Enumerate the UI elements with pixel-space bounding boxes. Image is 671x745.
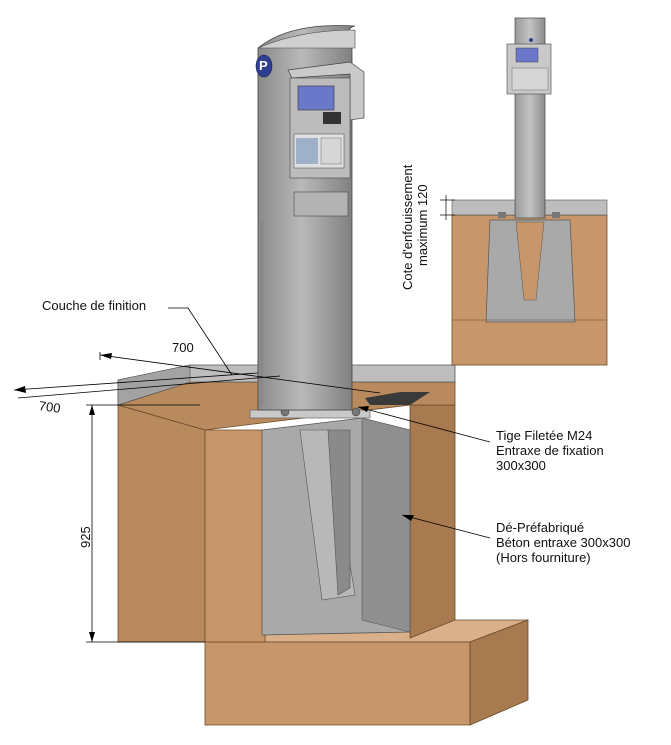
label-dimension-700-left: 700 xyxy=(37,398,62,416)
label-cote-enfouissement: Cote d'enfouissement maximum 120 xyxy=(400,165,430,290)
parking-badge xyxy=(255,54,273,78)
label-de-line-2: Béton entraxe 300x300 xyxy=(496,535,631,550)
label-tige-line-1: Tige Filetée M24 xyxy=(496,428,593,443)
label-de-line-1: Dé-Préfabriqué xyxy=(496,520,585,535)
label-cote-line-2: maximum 120 xyxy=(415,184,430,266)
dimension-lines xyxy=(13,307,491,643)
label-tige-line-3: 300x300 xyxy=(496,458,546,473)
label-dimension-925: 925 xyxy=(78,526,93,548)
finishing-layer xyxy=(117,364,456,406)
label-de-line-3: (Hors fourniture) xyxy=(496,550,591,565)
inset-drawing xyxy=(440,17,608,366)
label-tige-line-2: Entraxe de fixation xyxy=(496,443,604,458)
parking-post xyxy=(257,25,365,411)
label-de-prefabrique: Dé-Préfabriqué Béton entraxe 300x300 (Ho… xyxy=(496,520,630,565)
parking-badge-letter: P xyxy=(259,58,268,73)
label-cote-line-1: Cote d'enfouissement xyxy=(400,164,415,290)
label-tige-filetee: Tige Filetée M24 Entraxe de fixation 300… xyxy=(496,428,604,473)
label-couche-de-finition: Couche de finition xyxy=(42,298,147,313)
lower-soil-block xyxy=(204,619,529,726)
arrow-heads xyxy=(14,353,414,642)
precast-concrete-block xyxy=(249,407,411,636)
label-dimension-700-top: 700 xyxy=(172,340,194,355)
